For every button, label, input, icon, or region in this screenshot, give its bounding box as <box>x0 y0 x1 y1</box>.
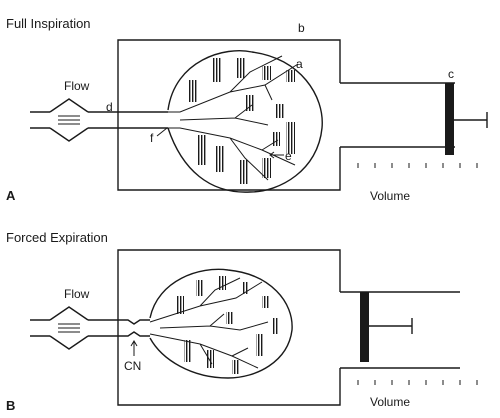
piston-b <box>360 292 369 362</box>
flowmeter-b <box>49 306 89 350</box>
flowmeter-lines-a <box>58 115 80 125</box>
panel-b: Forced Expiration <box>6 230 478 413</box>
piston-rod-b <box>369 318 413 334</box>
piston-rod-a <box>454 112 488 128</box>
lung-sac-b <box>149 268 293 379</box>
panel-a: Full Inspiration <box>6 16 488 203</box>
cylinder-a <box>340 82 455 148</box>
chamber-box-b <box>117 249 341 406</box>
flowmeter-lines-b <box>58 323 80 333</box>
label-e: e <box>285 149 292 163</box>
chamber-box-a <box>117 39 341 191</box>
cn-label: CN <box>124 359 141 373</box>
volume-label-b: Volume <box>370 395 410 409</box>
cylinder-b <box>340 291 460 369</box>
arrow-cn <box>130 340 138 356</box>
panel-b-title: Forced Expiration <box>6 230 108 245</box>
panel-a-title: Full Inspiration <box>6 16 91 31</box>
panel-letter-a: A <box>6 188 16 203</box>
label-c: c <box>448 67 454 81</box>
panel-letter-b: B <box>6 398 15 413</box>
label-b: b <box>298 21 305 35</box>
bronchial-tree-a <box>168 55 299 181</box>
piston-a <box>445 83 454 155</box>
arrow-e <box>269 151 284 159</box>
flowmeter-a <box>49 98 89 142</box>
airway-tube-a <box>30 111 168 129</box>
label-d: d <box>106 100 113 114</box>
volume-label-a: Volume <box>370 189 410 203</box>
lung-sac-a <box>167 50 323 193</box>
label-f: f <box>150 131 154 145</box>
arrow-f <box>156 127 168 137</box>
volume-scale-a <box>357 163 478 168</box>
airway-tube-b <box>30 319 150 337</box>
flow-label-a: Flow <box>64 79 90 93</box>
flow-label-b: Flow <box>64 287 90 301</box>
label-a: a <box>296 57 303 71</box>
alveolar-hatching-a <box>188 58 295 184</box>
alveolar-hatching-b <box>176 276 279 374</box>
volume-scale-b <box>357 380 478 385</box>
